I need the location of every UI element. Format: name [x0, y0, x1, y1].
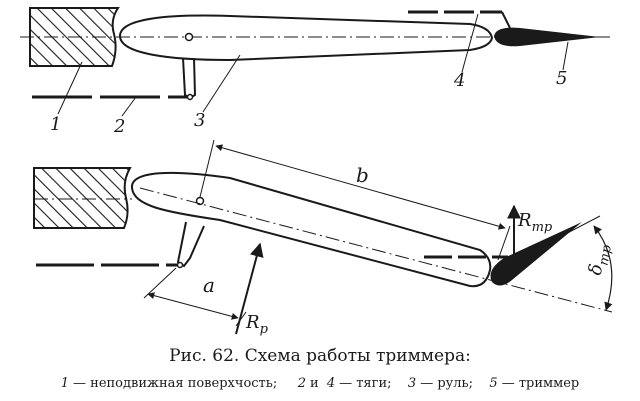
- trim-tab-top: [494, 27, 600, 47]
- label-4: 4: [453, 70, 465, 91]
- label-2: 2: [113, 116, 125, 137]
- a-ext-left: [143, 267, 177, 299]
- leader-1: [57, 61, 83, 115]
- label-r-tr: Rтр: [517, 210, 553, 235]
- hinge-bottom: [195, 196, 205, 206]
- b-dimension-line: [215, 144, 506, 230]
- control-horn-bottom: [176, 221, 205, 268]
- horn-joint-bottom: [176, 261, 184, 269]
- label-3: 3: [194, 110, 205, 131]
- r-p-arrow: [235, 242, 264, 335]
- legend-text-4: — тяги;: [339, 376, 392, 391]
- legend-text-2: и: [310, 376, 319, 391]
- legend-num-5: 5: [489, 376, 498, 391]
- a-dimension-line: [147, 292, 239, 320]
- leader-3: [202, 54, 241, 113]
- leader-4: [461, 13, 479, 73]
- trim-horn-top: [501, 11, 511, 29]
- top-figure: 1 2 3 4 5: [20, 7, 610, 137]
- control-horn-top: [182, 57, 197, 100]
- legend-num-4: 4: [326, 376, 336, 391]
- rudder-top: [118, 14, 494, 62]
- label-delta-tr: δтр: [585, 241, 615, 277]
- label-5: 5: [556, 68, 567, 89]
- legend-num-1: 1: [60, 376, 70, 391]
- label-r-p: Rр: [245, 312, 269, 337]
- delta-arc: [593, 225, 613, 311]
- legend-num-3: 3: [407, 376, 417, 391]
- b-ext-left: [199, 139, 215, 198]
- leader-2: [121, 96, 137, 117]
- label-1: 1: [50, 114, 61, 135]
- legend-text-1: — неподвижная поверхчость;: [73, 376, 278, 391]
- label-a: a: [203, 273, 215, 297]
- fixed-surface-bottom: [33, 167, 132, 229]
- horn-joint-top: [186, 93, 194, 101]
- rudder-bottom: [130, 171, 492, 288]
- label-b: b: [356, 163, 369, 187]
- legend-text-5: — триммер: [501, 376, 580, 391]
- legend-num-2: 2: [297, 376, 307, 391]
- delta-ext: [507, 215, 601, 265]
- a-ext-right: [235, 311, 247, 327]
- b-ext-right: [497, 225, 511, 261]
- hinge-top: [184, 32, 194, 42]
- bottom-figure: b Rтр δтр Rр a: [33, 139, 615, 337]
- legend-text-3: — руль;: [420, 376, 474, 391]
- figure-caption-title: Рис. 62. Схема работы триммера:: [169, 346, 471, 366]
- leader-5: [562, 41, 569, 71]
